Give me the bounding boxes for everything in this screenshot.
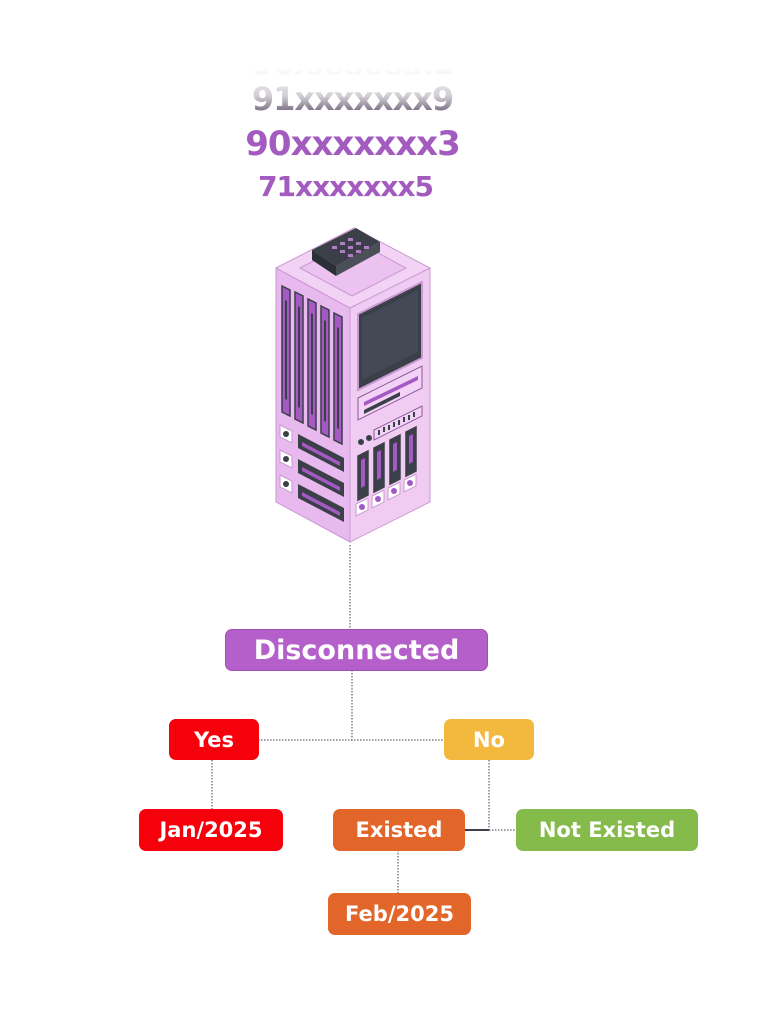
phone-number-4: 71xxxxxxx5	[258, 170, 434, 203]
phone-number-2: 91xxxxxxx9	[251, 80, 454, 118]
yes-date-node: Jan/2025	[139, 809, 283, 851]
no-node: No	[444, 719, 534, 760]
yes-node: Yes	[169, 719, 259, 760]
server-tower-icon	[270, 220, 440, 545]
not-existed-node: Not Existed	[516, 809, 698, 851]
status-disconnected-node: Disconnected	[225, 629, 488, 671]
phone-number-3: 90xxxxxxx3	[245, 124, 461, 164]
phone-number-1: 90xxxxxxx1	[251, 44, 454, 82]
existed-node: Existed	[333, 809, 465, 851]
phone-number-list: 90xxxxxxx1 91xxxxxxx9 90xxxxxxx3 71xxxxx…	[200, 40, 510, 210]
existed-date-node: Feb/2025	[328, 893, 471, 935]
